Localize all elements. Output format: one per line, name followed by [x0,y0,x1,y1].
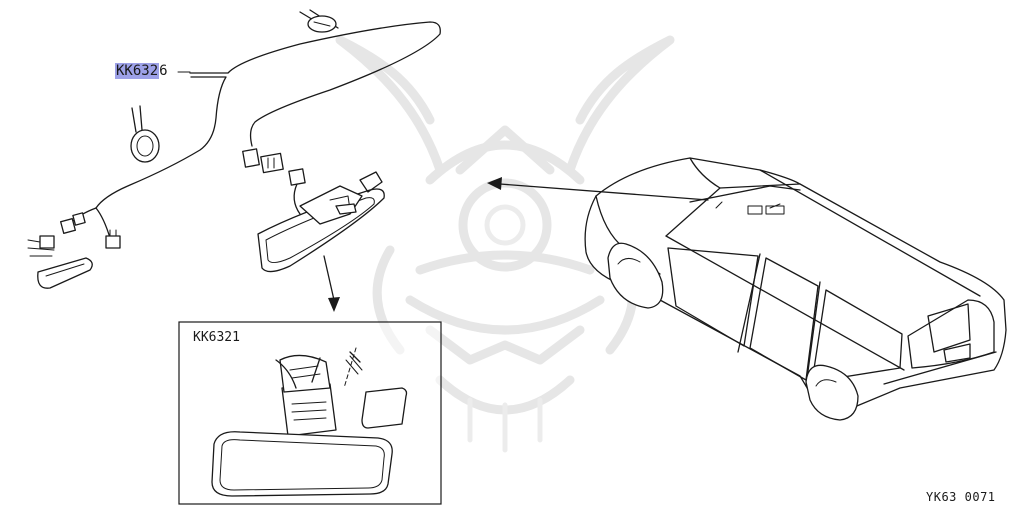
arrow-to-mirror [487,177,709,201]
car-illustration [584,157,1007,421]
part-number-highlight: KK632 [115,63,160,79]
diagram-code: YK63 0071 [926,490,996,504]
rearview-mirror [257,171,385,273]
cable-tie-top [299,9,339,33]
part-number-label-mirror[interactable]: KK6321 [193,330,240,345]
wire-harness [60,21,441,249]
detail-box [178,321,442,505]
cable-tie-left [130,105,160,163]
part-number-label-harness[interactable]: KK6326 [115,62,168,80]
watermark-emblem [335,35,675,453]
part-number-suffix: 6 [159,63,168,79]
arrow-to-detail [323,255,340,312]
grommet-clip [27,235,93,289]
